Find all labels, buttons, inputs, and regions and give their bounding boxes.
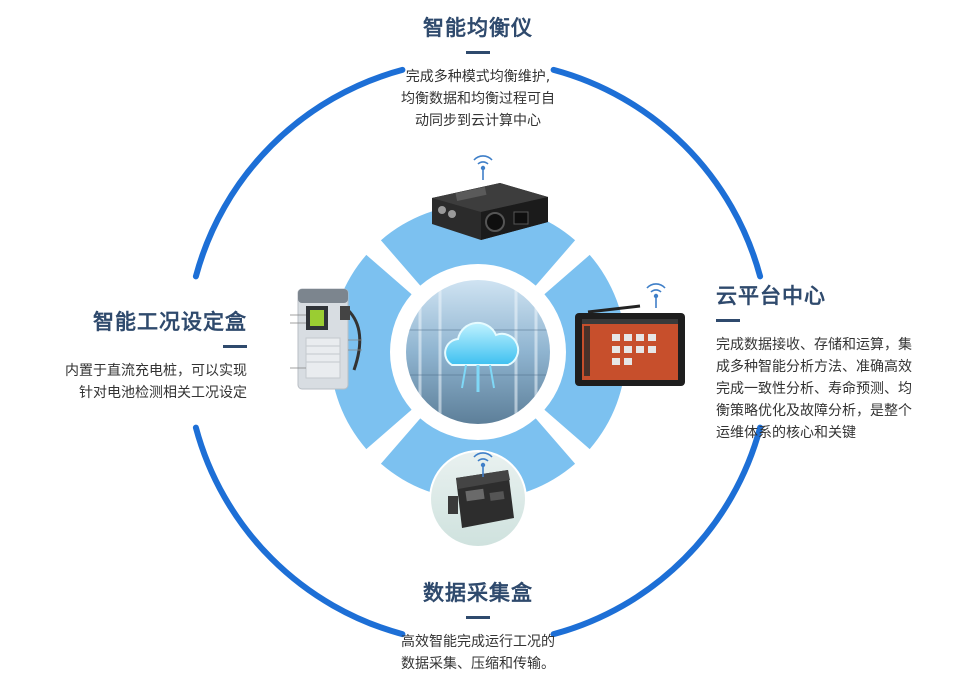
ring-segment <box>329 254 412 450</box>
section-top: 智能均衡仪 完成多种模式均衡维护, 均衡数据和均衡过程可自 动同步到云计算中心 <box>380 12 576 132</box>
tablet-device-icon <box>575 304 685 386</box>
section-left-title: 智能工况设定盒 <box>93 310 247 334</box>
section-bottom-divider <box>466 616 490 619</box>
wifi-signal-icon <box>473 452 493 477</box>
section-bottom: 数据采集盒 高效智能完成运行工况的 数据采集、压缩和传输。 <box>380 577 576 675</box>
section-bottom-title: 数据采集盒 <box>423 581 533 605</box>
section-left-divider <box>223 345 247 348</box>
charging-pile-icon <box>290 288 362 390</box>
wifi-signal-icon <box>646 283 666 308</box>
section-right-desc: 完成数据接收、存储和运算，集 成多种智能分析方法、准确高效 完成一致性分析、寿命… <box>716 337 912 441</box>
outer-ring-arc <box>192 66 406 280</box>
section-left-desc: 内置于直流充电桩，可以实现 针对电池检测相关工况设定 <box>65 363 247 401</box>
outer-ring-arc <box>550 424 764 638</box>
cloud-icon <box>444 321 520 392</box>
center-hub <box>396 270 560 434</box>
section-bottom-desc: 高效智能完成运行工况的 数据采集、压缩和传输。 <box>401 634 555 672</box>
outer-ring-arc <box>192 424 406 638</box>
section-top-title: 智能均衡仪 <box>423 16 533 40</box>
section-right-divider <box>716 319 740 322</box>
balancer-device-icon <box>432 183 548 240</box>
section-top-divider <box>466 51 490 54</box>
outer-ring-arc <box>550 66 764 280</box>
outer-ring <box>192 66 764 638</box>
section-right: 云平台中心 完成数据接收、存储和运算，集 成多种智能分析方法、准确高效 完成一致… <box>716 280 952 444</box>
section-top-desc: 完成多种模式均衡维护, 均衡数据和均衡过程可自 动同步到云计算中心 <box>401 69 555 129</box>
section-right-title: 云平台中心 <box>716 284 826 308</box>
collector-box-icon <box>429 450 527 548</box>
section-left: 智能工况设定盒 内置于直流充电桩，可以实现 针对电池检测相关工况设定 <box>20 306 247 404</box>
wifi-signal-icon <box>473 155 493 180</box>
